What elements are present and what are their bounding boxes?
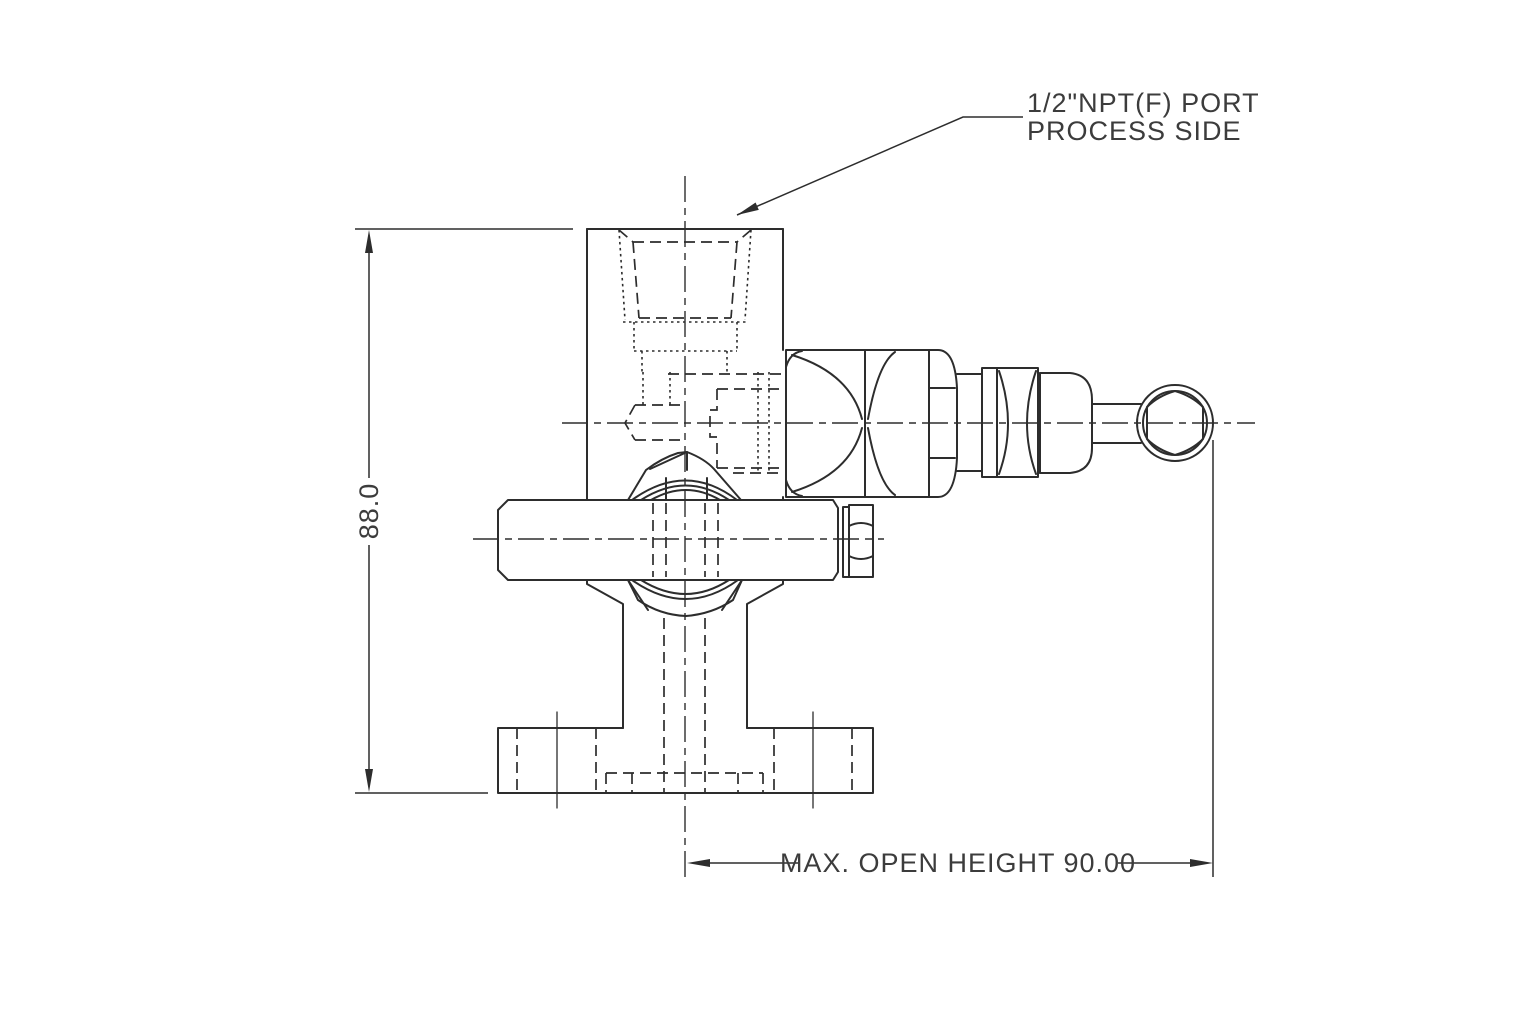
arrow-right-icon bbox=[1190, 859, 1213, 867]
arrow-up-icon bbox=[365, 230, 373, 253]
handle-stem bbox=[1091, 403, 1142, 444]
dim-open-text: MAX. OPEN HEIGHT 90.00 bbox=[780, 848, 1136, 878]
dimension-graphics bbox=[355, 116, 1214, 877]
arrow-leader-icon bbox=[737, 202, 759, 215]
bonnet-hex-nut bbox=[785, 349, 958, 498]
mount-bar-outline bbox=[497, 499, 874, 581]
dim-88-text: 88.0 bbox=[354, 483, 384, 540]
port-leader-line bbox=[736, 116, 1023, 216]
valve-body-outline bbox=[586, 228, 784, 729]
stem-housing bbox=[1039, 372, 1093, 474]
arrow-down-icon bbox=[365, 769, 373, 792]
port-label-line2: PROCESS SIDE bbox=[1027, 116, 1242, 146]
thread-lines bbox=[618, 229, 770, 471]
hidden-lines bbox=[516, 229, 853, 793]
gland-nut-upper bbox=[627, 451, 742, 501]
centerlines bbox=[473, 176, 1255, 877]
gland-nut-lower bbox=[627, 579, 743, 617]
annotation-text: 1/2"NPT(F) PORT PROCESS SIDE 88.0 MAX. O… bbox=[354, 88, 1260, 878]
part-outlines bbox=[497, 228, 1214, 809]
handle-ball bbox=[1136, 384, 1214, 462]
arrow-left-icon bbox=[687, 859, 710, 867]
port-label-line1: 1/2"NPT(F) PORT bbox=[1027, 88, 1260, 118]
packing-hex-nut bbox=[996, 367, 1039, 478]
base-flange-outline bbox=[497, 711, 874, 809]
